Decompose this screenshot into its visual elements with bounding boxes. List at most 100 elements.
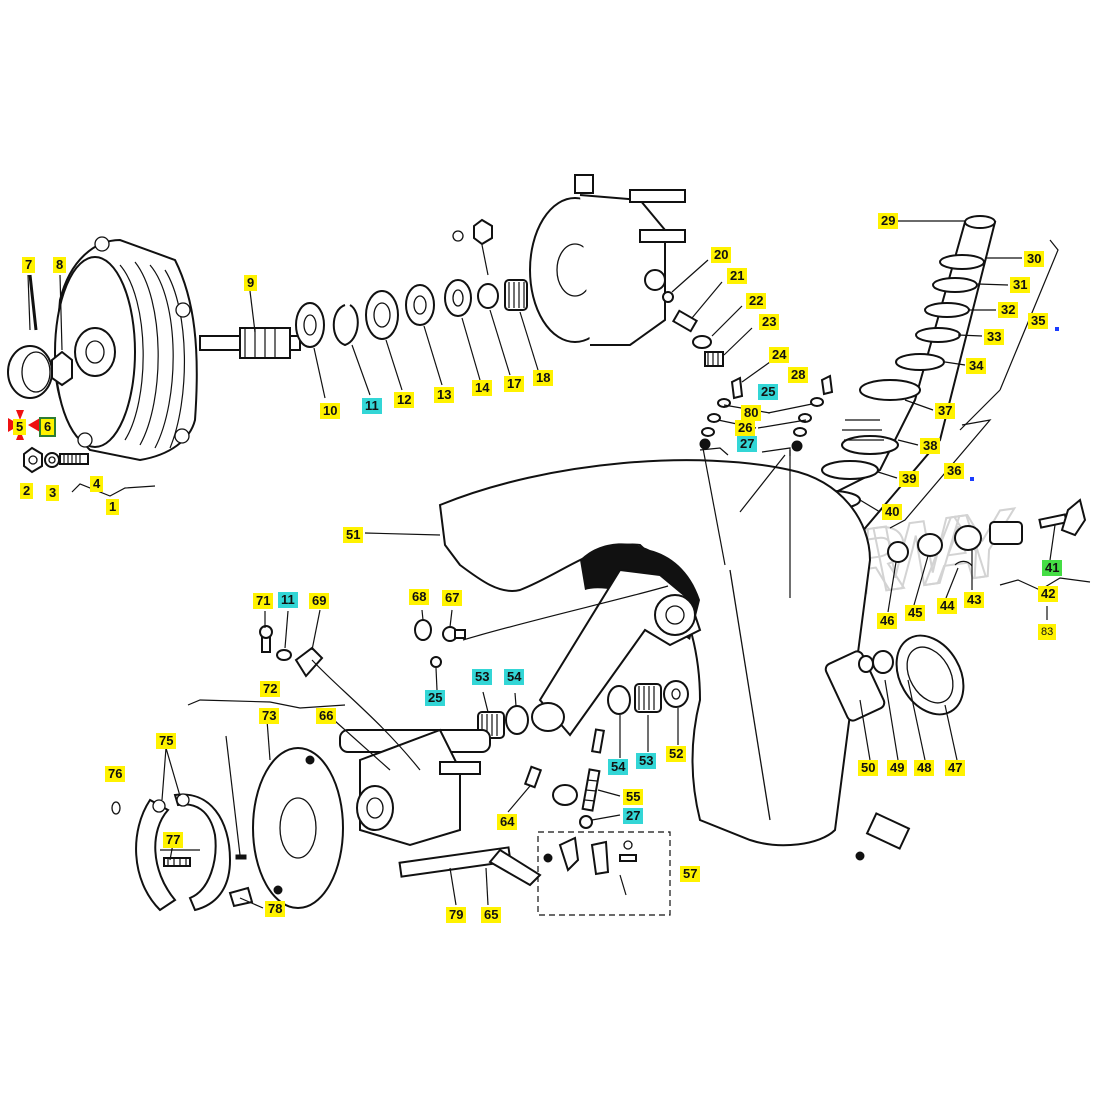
callout-32: 32 bbox=[998, 302, 1019, 318]
callout-21: 21 bbox=[727, 268, 748, 284]
callout-44: 44 bbox=[937, 598, 958, 614]
hub-cap bbox=[7, 345, 53, 399]
callout-7: 7 bbox=[22, 257, 36, 273]
callout-40: 40 bbox=[882, 504, 903, 520]
callout-83: 83 bbox=[1038, 624, 1057, 640]
callout-9: 9 bbox=[244, 275, 258, 291]
callout-35: 35 bbox=[1028, 313, 1049, 329]
callout-34: 34 bbox=[966, 358, 987, 374]
callout-39: 39 bbox=[899, 471, 920, 487]
brake-drum-hub bbox=[53, 236, 198, 462]
washer-25b bbox=[430, 656, 442, 668]
grease-nipple-64 bbox=[523, 765, 543, 789]
pin-55 bbox=[581, 768, 601, 812]
brake-cam-housing bbox=[339, 728, 542, 887]
callout-43: 43 bbox=[964, 592, 985, 608]
callout-11: 11 bbox=[362, 398, 382, 414]
needle-bearing-18 bbox=[504, 279, 528, 311]
callout-20: 20 bbox=[711, 247, 732, 263]
callout-51: 51 bbox=[343, 527, 364, 543]
callout-64: 64 bbox=[497, 814, 518, 830]
washer-49 bbox=[872, 650, 894, 674]
bolt-28 bbox=[820, 374, 834, 396]
callout-6: 6 bbox=[38, 417, 57, 437]
callout-80: 80 bbox=[741, 405, 762, 421]
callout-24: 24 bbox=[769, 347, 790, 363]
callout-1: 1 bbox=[106, 499, 120, 515]
stud-4 bbox=[59, 453, 89, 465]
callout-37: 37 bbox=[935, 403, 956, 419]
callout-72: 72 bbox=[260, 681, 281, 697]
callout-5: 5 bbox=[13, 419, 27, 435]
nipple-20 bbox=[662, 291, 674, 303]
spacer-17 bbox=[477, 283, 499, 309]
callout-18: 18 bbox=[533, 370, 554, 386]
kit-57-parts bbox=[543, 836, 637, 896]
grease-nipple-21 bbox=[671, 309, 699, 333]
group-braces bbox=[71, 447, 791, 916]
bolt-67 bbox=[442, 626, 466, 642]
callout-33: 33 bbox=[984, 329, 1005, 345]
callout-79: 79 bbox=[446, 907, 467, 923]
callout-14: 14 bbox=[472, 380, 493, 396]
hub-flange bbox=[529, 174, 686, 346]
callout-77: 77 bbox=[163, 832, 184, 848]
callout-13: 13 bbox=[434, 387, 455, 403]
front-mudguard bbox=[438, 459, 872, 847]
callout-50: 50 bbox=[858, 760, 879, 776]
callout-65: 65 bbox=[481, 907, 502, 923]
suspension-arm bbox=[531, 568, 702, 737]
bearing-53b bbox=[634, 683, 662, 713]
bolt-24 bbox=[730, 376, 744, 400]
callout-28: 28 bbox=[788, 367, 809, 383]
callout-12: 12 bbox=[394, 392, 415, 408]
callout-3: 3 bbox=[46, 485, 60, 501]
washer-48 bbox=[858, 655, 874, 673]
nut-2 bbox=[23, 446, 43, 474]
pin-72 bbox=[235, 854, 247, 860]
small-nut-top bbox=[452, 218, 493, 276]
callout-27: 27 bbox=[737, 436, 758, 452]
bearing-13 bbox=[405, 284, 435, 326]
callout-38: 38 bbox=[920, 438, 941, 454]
bolt-71 bbox=[259, 625, 273, 653]
brake-backplate-73 bbox=[252, 747, 344, 909]
callout-22: 22 bbox=[746, 293, 767, 309]
split-pin bbox=[28, 274, 38, 331]
callout-36: 36 bbox=[944, 463, 965, 479]
callout-53-upper: 53 bbox=[472, 669, 493, 685]
marker-35 bbox=[1055, 327, 1059, 331]
spring-44 bbox=[954, 560, 973, 567]
callout-45: 45 bbox=[905, 605, 926, 621]
key-41 bbox=[1038, 498, 1087, 537]
callout-78: 78 bbox=[265, 901, 286, 917]
washer-52 bbox=[663, 680, 689, 708]
plate-50 bbox=[824, 650, 886, 722]
callout-47: 47 bbox=[945, 760, 966, 776]
callout-55: 55 bbox=[623, 789, 644, 805]
callout-68: 68 bbox=[409, 589, 430, 605]
callout-53-lower: 53 bbox=[636, 753, 657, 769]
callout-41: 41 bbox=[1042, 560, 1063, 576]
washer-11b bbox=[276, 649, 292, 661]
callout-26: 26 bbox=[735, 420, 756, 436]
callout-8: 8 bbox=[53, 257, 67, 273]
nut-68 bbox=[414, 619, 432, 641]
callout-69: 69 bbox=[309, 593, 330, 609]
callout-11-lower: 11 bbox=[278, 592, 298, 608]
wheel-axle bbox=[199, 327, 301, 359]
clip-76 bbox=[111, 801, 121, 815]
bush-43 bbox=[954, 525, 982, 551]
callout-57: 57 bbox=[680, 866, 701, 882]
callout-42: 42 bbox=[1038, 586, 1059, 602]
washer-22 bbox=[692, 335, 712, 349]
callout-10: 10 bbox=[320, 403, 341, 419]
callout-49: 49 bbox=[887, 760, 908, 776]
callout-2: 2 bbox=[20, 483, 34, 499]
washer-27b bbox=[579, 815, 593, 829]
callout-52: 52 bbox=[666, 746, 687, 762]
callout-31: 31 bbox=[1010, 277, 1031, 293]
hub-nut bbox=[51, 350, 73, 387]
bush-45 bbox=[917, 533, 943, 557]
